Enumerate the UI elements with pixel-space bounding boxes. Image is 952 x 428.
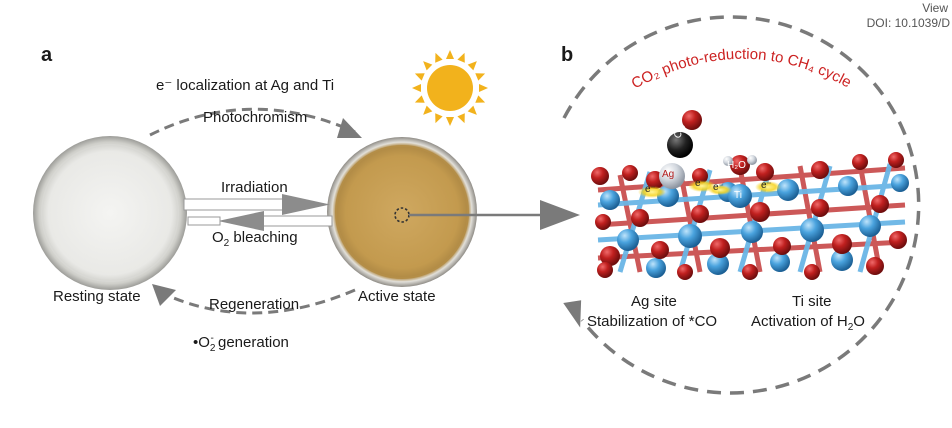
superoxide-sup: - [210,333,214,344]
resting-state-label: Resting state [53,288,141,305]
superoxide-sub: 2 [209,343,216,354]
model-ti-label: Ti [734,190,742,201]
top-arrow-label-2: Photochromism [203,109,308,126]
ti-role-sub: 2 [847,322,854,333]
sun-icon [412,50,488,126]
panel-a-letter: a [41,44,53,66]
model-ag-label: Ag [662,169,675,180]
active-state-label: Active state [358,288,436,305]
ti-site-label: Ti site [792,293,832,310]
ti-role-label: Activation of H2O [751,313,865,333]
cycle-circle [562,15,921,395]
view-link[interactable]: View [922,1,948,15]
bleaching-prefix: O [212,229,224,246]
model-electron-3: e⁻ [713,182,724,193]
bleaching-suffix: bleaching [229,229,298,246]
superoxide-suffix: generation [213,334,289,351]
active-state-dish [327,137,477,287]
zoom-arrow [409,200,580,230]
top-arrow-label-1: e⁻ localization at Ag and Ti [156,77,335,94]
regeneration-arrow [152,284,356,315]
model-electron-2: e⁻ [695,178,706,189]
bleaching-arrow [187,211,333,231]
model-water-label: H₂O [727,160,746,171]
bleaching-label: O2 bleaching [212,229,298,249]
regeneration-label: Regeneration [209,296,300,313]
panel-b-letter: b [561,44,574,66]
bleaching-sub: 2 [223,238,230,249]
doi-text[interactable]: DOI: 10.1039/D [866,16,950,30]
superoxide-label: •O2- generation [193,333,289,354]
irradiation-label: Irradiation [221,179,288,196]
model-electron-4: e⁻ [761,180,772,191]
ti-role-suffix: O [853,313,865,330]
photochromism-arrow [149,107,362,138]
ag-site-label: Ag site [631,293,677,310]
ti-role-prefix: Activation of H [751,313,848,330]
ag-role-label: Stabilization of *CO [587,313,718,330]
crystal-model-icon [591,110,909,280]
irradiation-arrow [183,194,330,215]
model-electron-1: e⁻ [645,184,656,195]
resting-state-dish [33,136,187,290]
superoxide-prefix: •O [193,334,210,351]
